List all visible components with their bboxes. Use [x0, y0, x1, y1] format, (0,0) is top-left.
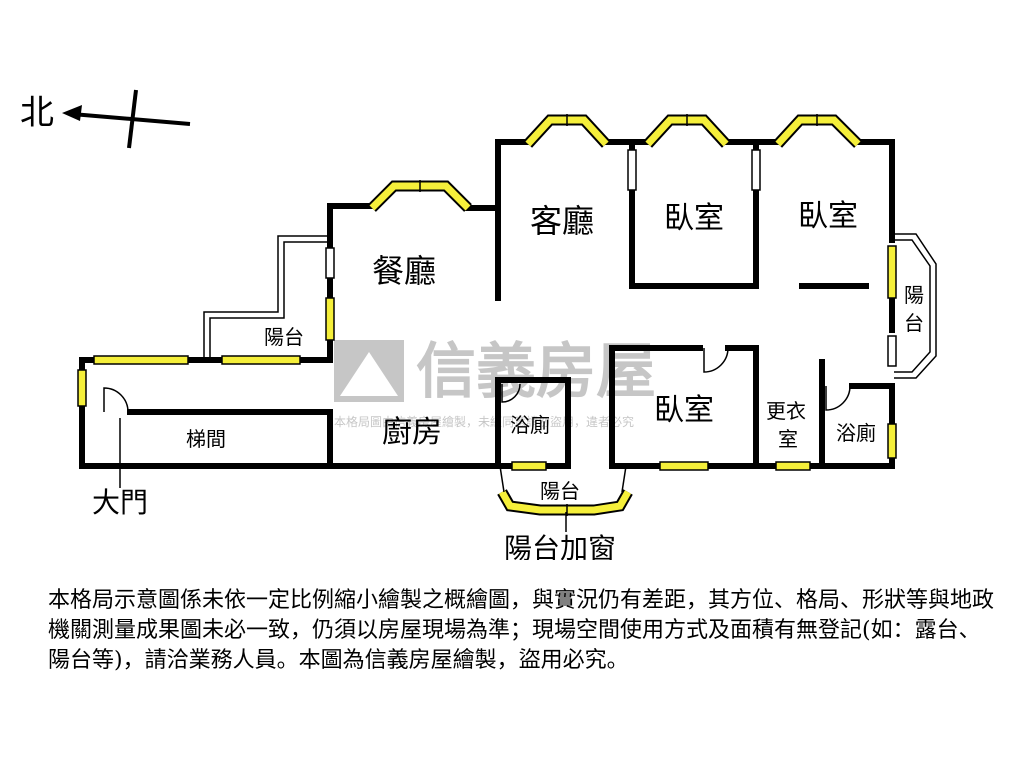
windows [77, 245, 897, 471]
bedroom-1-label: 臥室 [664, 201, 724, 236]
kitchen-label: 廚房 [382, 415, 442, 450]
balcony-east-label-line1: 陽 [904, 283, 924, 307]
bedroom-3-label: 臥室 [654, 393, 714, 428]
stairwell-label: 梯間 [186, 427, 226, 451]
disclaimer-text: 本格局示意圖係未依一定比例縮小繪製之概繪圖，與實況仍有差距，其方位、格局、形狀等… [48, 588, 995, 673]
balcony-outlines [203, 233, 937, 379]
north-label: 北 [20, 93, 54, 133]
watermark: 信義房屋 本格局圖由信義房屋繪製，未經同意請勿盜用，違者必究 [334, 337, 656, 429]
balcony-window-label: 陽台加窗 [504, 532, 616, 560]
bedroom-2-label: 臥室 [798, 199, 858, 234]
main-door-label: 大門 [92, 486, 148, 519]
floor-plan: 北 信義房屋 本格局圖由信義房屋繪製，未經同意請勿盜用，違者必究 [20, 89, 937, 560]
dining-room-label: 餐廳 [372, 252, 436, 290]
bath2-door-swing-icon [825, 385, 851, 411]
north-compass: 北 [20, 89, 191, 149]
balcony-west-label: 陽台 [264, 325, 304, 349]
balcony-east-label-line2: 台 [904, 311, 924, 335]
bedroom-door-swing-icon [703, 347, 729, 373]
balcony-south-label: 陽台 [540, 479, 580, 503]
doors [103, 149, 897, 413]
watermark-subtitle: 本格局圖由信義房屋繪製，未經同意請勿盜用，違者必究 [334, 414, 634, 429]
north-arrowhead-icon [62, 105, 82, 121]
main-door-swing-icon [103, 387, 129, 413]
compass-cross-icon [127, 89, 138, 149]
living-room-label: 客廳 [530, 202, 594, 240]
room-labels: 客廳 餐廳 臥室 臥室 臥室 廚房 浴廁 浴廁 更衣 室 梯間 陽台 陽台 陽 … [186, 199, 924, 503]
closet-label-line1: 更衣 [766, 399, 806, 423]
bathroom-2-label: 浴廁 [836, 421, 876, 445]
bath-door-swing-icon [501, 383, 521, 403]
bathroom-1-label: 浴廁 [510, 413, 550, 437]
closet-label-line2: 室 [778, 427, 798, 451]
